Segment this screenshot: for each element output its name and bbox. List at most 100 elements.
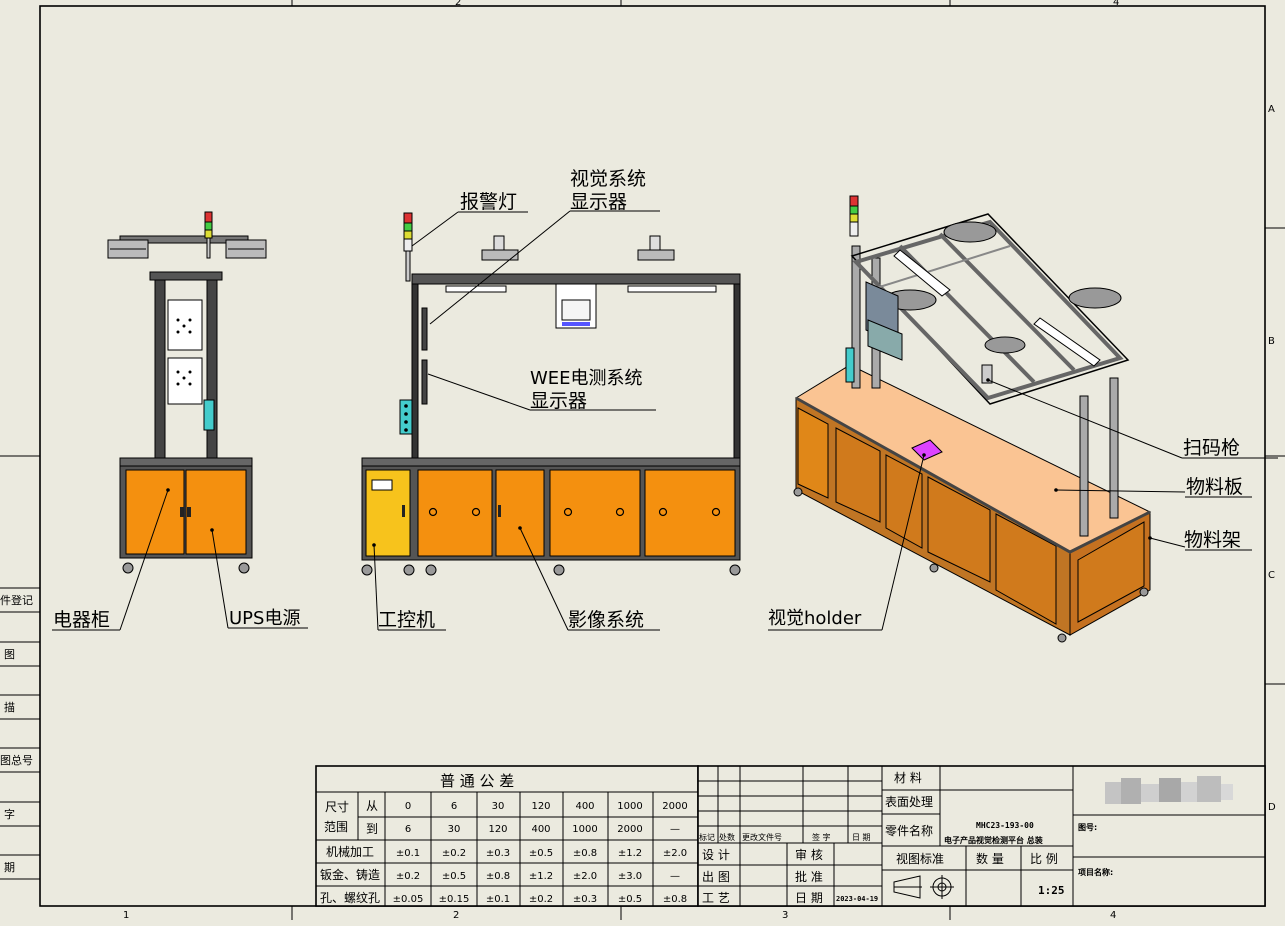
left-strip-6: 期	[4, 861, 15, 874]
tolerance-value-cell: ±0.3	[486, 848, 510, 859]
zone-bottom-3: 3	[782, 910, 788, 921]
label-electric-cabinet: 电器柜	[53, 609, 110, 631]
left-strip-4: 图总号	[0, 753, 33, 767]
zone-bottom-1: 1	[123, 910, 129, 921]
zone-top-2: 2	[455, 0, 461, 8]
part-name-label: 零件名称	[885, 823, 933, 838]
tolerance-value-cell: ±0.8	[486, 871, 510, 882]
projection-symbol-icon	[893, 875, 954, 899]
tolerance-value-cell: ±2.0	[573, 871, 597, 882]
drawing-label: 出 图	[702, 870, 730, 884]
tolerance-value-cell: ±0.2	[442, 848, 466, 859]
tolerance-value-cell: ±0.2	[529, 894, 553, 905]
drawing-number-label: 图号:	[1078, 823, 1097, 832]
zone-bottom-2: 2	[453, 910, 459, 921]
label-material-board: 物料板	[1186, 476, 1243, 498]
tolerance-value-cell: ±0.15	[439, 894, 470, 905]
tolerance-value-cell: ±0.2	[396, 871, 420, 882]
tolerance-value-cell: ±1.2	[618, 848, 642, 859]
tolerance-to-cell: 400	[531, 824, 550, 835]
zone-right-a: A	[1268, 104, 1275, 115]
zone-bottom-4: 4	[1110, 910, 1116, 921]
scale-label: 比 例	[1030, 852, 1058, 866]
date-label: 日 期	[795, 891, 823, 905]
front-view	[361, 212, 741, 576]
tolerance-from-cell: 6	[451, 801, 457, 812]
material-label: 材 料	[894, 771, 922, 785]
label-scanner: 扫码枪	[1183, 437, 1240, 459]
rev-header-date: 日 期	[852, 833, 871, 842]
tolerance-from-cell: 400	[575, 801, 594, 812]
tolerance-to-cell: 1000	[572, 824, 597, 835]
zone-right-d: D	[1268, 802, 1276, 813]
tolerance-row-label: 钣金、铸造	[320, 867, 380, 882]
left-strip-2: 图	[4, 648, 15, 661]
tolerance-from-cell: 0	[405, 801, 411, 812]
tolerance-value-cell: ±0.8	[573, 848, 597, 859]
tolerance-row-label: 机械加工	[326, 844, 374, 859]
label-ups: UPS电源	[229, 608, 300, 629]
rev-header-sign: 签 字	[812, 832, 831, 842]
tolerance-to-cell: 2000	[617, 824, 642, 835]
tolerance-value-cell: ±0.05	[393, 894, 424, 905]
company-logo-blurred	[1105, 776, 1233, 804]
rev-header-count: 处数	[719, 832, 735, 842]
tolerance-from-cell: 2000	[662, 801, 687, 812]
tolerance-value-cell: —	[670, 871, 680, 882]
left-strip-5: 字	[4, 807, 15, 821]
label-alarm-lamp: 报警灯	[460, 191, 517, 213]
from-label: 从	[366, 799, 378, 813]
rev-header-doc: 更改文件号	[742, 832, 782, 842]
zone-right-b: B	[1268, 336, 1275, 347]
title-block: 标记 处数 更改文件号 签 字 日 期 设 计 审 核 出 图 批 准 工 艺 …	[697, 765, 1266, 907]
drawing-frame	[39, 5, 1266, 907]
review-label: 审 核	[795, 847, 823, 862]
size-label-2: 范围	[324, 820, 348, 834]
view-standard-label: 视图标准	[896, 851, 944, 866]
zone-top-4: 4	[1113, 0, 1119, 8]
tolerance-to-cell: 120	[488, 824, 507, 835]
date-value: 2023-04-19	[836, 895, 878, 903]
tolerance-from-cell: 1000	[617, 801, 642, 812]
label-vision-display: 显示器	[570, 191, 627, 213]
tolerance-value-cell: ±0.5	[529, 848, 553, 859]
zone-right-c: C	[1268, 570, 1275, 581]
tolerance-title: 普 通 公 差	[440, 772, 514, 790]
tolerance-value-cell: ±0.1	[396, 848, 420, 859]
tolerance-value-cell: ±1.2	[529, 871, 553, 882]
left-strip-3: 描	[4, 700, 15, 714]
label-material-rack: 物料架	[1184, 529, 1241, 551]
tolerance-value-cell: ±0.5	[618, 894, 642, 905]
tolerance-value-cell: ±0.3	[573, 894, 597, 905]
label-wee-system: WEE电测系统	[530, 368, 643, 389]
size-label-1: 尺寸	[325, 800, 349, 814]
label-imaging: 影像系统	[568, 609, 644, 631]
side-view	[107, 211, 267, 574]
project-name-label: 项目名称:	[1078, 867, 1113, 877]
tolerance-value-cell: ±2.0	[663, 848, 687, 859]
label-vision-system: 视觉系统	[570, 168, 646, 190]
part-desc: 电子产品视觉检测平台 总装	[944, 835, 1043, 845]
tolerance-to-cell: —	[670, 824, 680, 835]
tolerance-from-cell: 120	[531, 801, 550, 812]
tolerance-value-cell: ±0.1	[486, 894, 510, 905]
label-vision-holder: 视觉holder	[768, 608, 862, 629]
quantity-label: 数 量	[976, 851, 1004, 866]
tolerance-row-label: 孔、螺纹孔	[320, 891, 380, 905]
to-label: 到	[366, 822, 378, 836]
tolerance-value-cell: ±0.8	[663, 894, 687, 905]
surface-label: 表面处理	[885, 795, 933, 809]
left-strip-1: 件登记	[0, 593, 33, 607]
scale-value: 1:25	[1038, 884, 1065, 897]
rev-header-mark: 标记	[699, 832, 715, 842]
tolerance-value-cell: ±3.0	[618, 871, 642, 882]
tolerance-value-cell: ±0.5	[442, 871, 466, 882]
tolerance-from-cell: 30	[492, 801, 505, 812]
leader-lines	[52, 210, 1278, 631]
label-ipc: 工控机	[378, 609, 435, 631]
tolerance-to-cell: 30	[448, 824, 461, 835]
part-number: MHC23-193-00	[976, 821, 1034, 830]
label-wee-display: 显示器	[530, 390, 587, 412]
